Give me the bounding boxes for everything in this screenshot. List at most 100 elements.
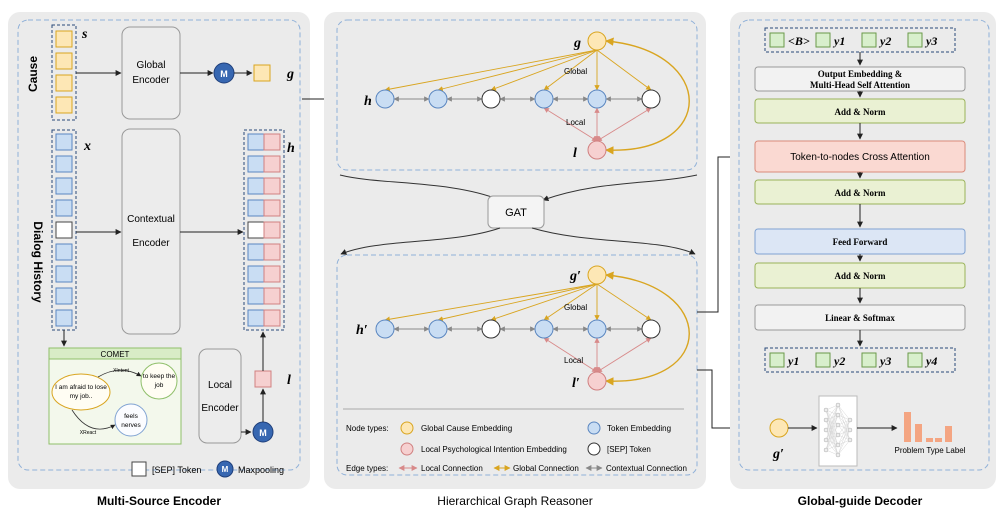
token-node — [375, 89, 395, 109]
legend-cause-node — [400, 421, 414, 435]
comet-intent-node — [140, 362, 178, 400]
h-token — [247, 309, 265, 327]
global-cause-node — [587, 265, 607, 285]
comet-title: COMET — [101, 350, 130, 359]
distribution-bar — [915, 424, 922, 442]
graph-l2: l′ — [572, 376, 580, 391]
h-local-token — [263, 309, 281, 327]
decoder-token — [861, 32, 877, 48]
h-token — [247, 155, 265, 173]
sep-node — [641, 319, 661, 339]
encoder-panel-title: Multi-Source Encoder — [97, 494, 221, 508]
graph-global-label-2: Global — [564, 303, 587, 312]
h-token — [247, 265, 265, 283]
gat-label: GAT — [505, 207, 527, 219]
decoder-output-group — [764, 347, 956, 373]
graph-local-label-2: Local — [564, 356, 583, 365]
graph-local-label: Local — [566, 118, 585, 127]
token-node — [534, 89, 554, 109]
decoder-token — [861, 352, 877, 368]
graph-g: g — [573, 36, 581, 51]
token-node — [428, 319, 448, 339]
nn-neuron — [835, 432, 841, 438]
reasoner-panel-title: Hierarchical Graph Reasoner — [437, 494, 592, 508]
svg-text:Multi-Head Self Attention: Multi-Head Self Attention — [810, 80, 910, 90]
svg-text:Local Connection: Local Connection — [421, 464, 483, 473]
global-edge — [384, 283, 598, 322]
svg-text:Output Embedding &: Output Embedding & — [818, 69, 903, 79]
distribution-bar — [945, 426, 952, 442]
h-output-tokens — [247, 133, 281, 327]
token-node — [534, 319, 554, 339]
dialog-token — [55, 309, 73, 327]
global-encoder-line2: Encoder — [132, 75, 170, 86]
token-node — [428, 89, 448, 109]
svg-text:Add & Norm: Add & Norm — [835, 271, 887, 281]
l-symbol: l — [287, 373, 291, 388]
sep-node — [481, 89, 501, 109]
l-output-token — [254, 370, 272, 388]
h-token — [247, 243, 265, 261]
sep-node — [641, 89, 661, 109]
nn-neuron — [823, 447, 829, 453]
decoder-token — [769, 32, 785, 48]
local-edge — [543, 337, 598, 373]
dialog-token — [55, 155, 73, 173]
problem-distribution-icon — [904, 412, 952, 442]
comet-xreact: XReact — [80, 430, 97, 436]
global-curve-edge — [605, 37, 690, 155]
maxpool-legend-label: Maxpooling — [238, 465, 284, 475]
dialog-token — [55, 133, 73, 151]
g-symbol: g — [286, 67, 294, 82]
sep-legend-icon — [131, 461, 147, 477]
distribution-bar — [926, 438, 933, 442]
g-prime-node — [769, 418, 789, 438]
nn-neuron — [835, 412, 841, 418]
svg-text:my job..: my job.. — [70, 393, 93, 400]
sep-legend-label: [SEP] Token — [152, 465, 201, 475]
graph-after — [375, 265, 690, 391]
local-edge — [543, 107, 598, 142]
dialog-token — [55, 199, 73, 217]
global-edge — [437, 283, 598, 322]
global-encoder — [121, 26, 181, 120]
decoder-panel-title: Global-guide Decoder — [798, 494, 923, 508]
decoder-token-label: y2 — [878, 34, 891, 48]
h-token — [247, 177, 265, 195]
svg-text:I am afraid to lose: I am afraid to lose — [55, 384, 107, 391]
nn-neuron — [835, 422, 841, 428]
distribution-bar — [904, 412, 911, 442]
dialog-tokens — [55, 133, 73, 327]
decoder-token — [907, 32, 923, 48]
decoder-token — [815, 32, 831, 48]
svg-text:Feed Forward: Feed Forward — [833, 237, 888, 247]
local-edge — [596, 337, 652, 373]
dialog-token — [55, 287, 73, 305]
cause-token — [55, 96, 73, 114]
local-encoder-line1: Local — [208, 380, 232, 391]
global-edge — [490, 283, 598, 321]
edge-types-label: Edge types: — [346, 464, 388, 473]
g-prime-label: g′ — [772, 447, 784, 462]
decoder-token-label: y3 — [924, 34, 937, 48]
svg-text:Contextual Connection: Contextual Connection — [606, 464, 687, 473]
cause-token — [55, 30, 73, 48]
svg-text:nerves: nerves — [121, 422, 141, 429]
h-local-token — [263, 221, 281, 239]
legend-token-node — [587, 421, 601, 435]
comet-source-node — [51, 373, 111, 411]
svg-text:Global Connection: Global Connection — [513, 464, 579, 473]
local-encoder-line2: Encoder — [201, 403, 239, 414]
node-types-label: Node types: — [346, 424, 389, 433]
svg-text:feels: feels — [124, 413, 138, 420]
nn-neuron — [835, 452, 841, 458]
reasoner-panel: Hierarchical Graph Reasoner h g l Global… — [324, 12, 706, 508]
token-node — [375, 319, 395, 339]
graph-before — [375, 31, 690, 160]
svg-text:job: job — [154, 382, 164, 389]
svg-text:Token-to-nodes Cross Attention: Token-to-nodes Cross Attention — [790, 152, 930, 163]
h-token — [247, 133, 265, 151]
cause-tokens — [55, 30, 73, 114]
decoder-token-label: y4 — [924, 354, 937, 368]
